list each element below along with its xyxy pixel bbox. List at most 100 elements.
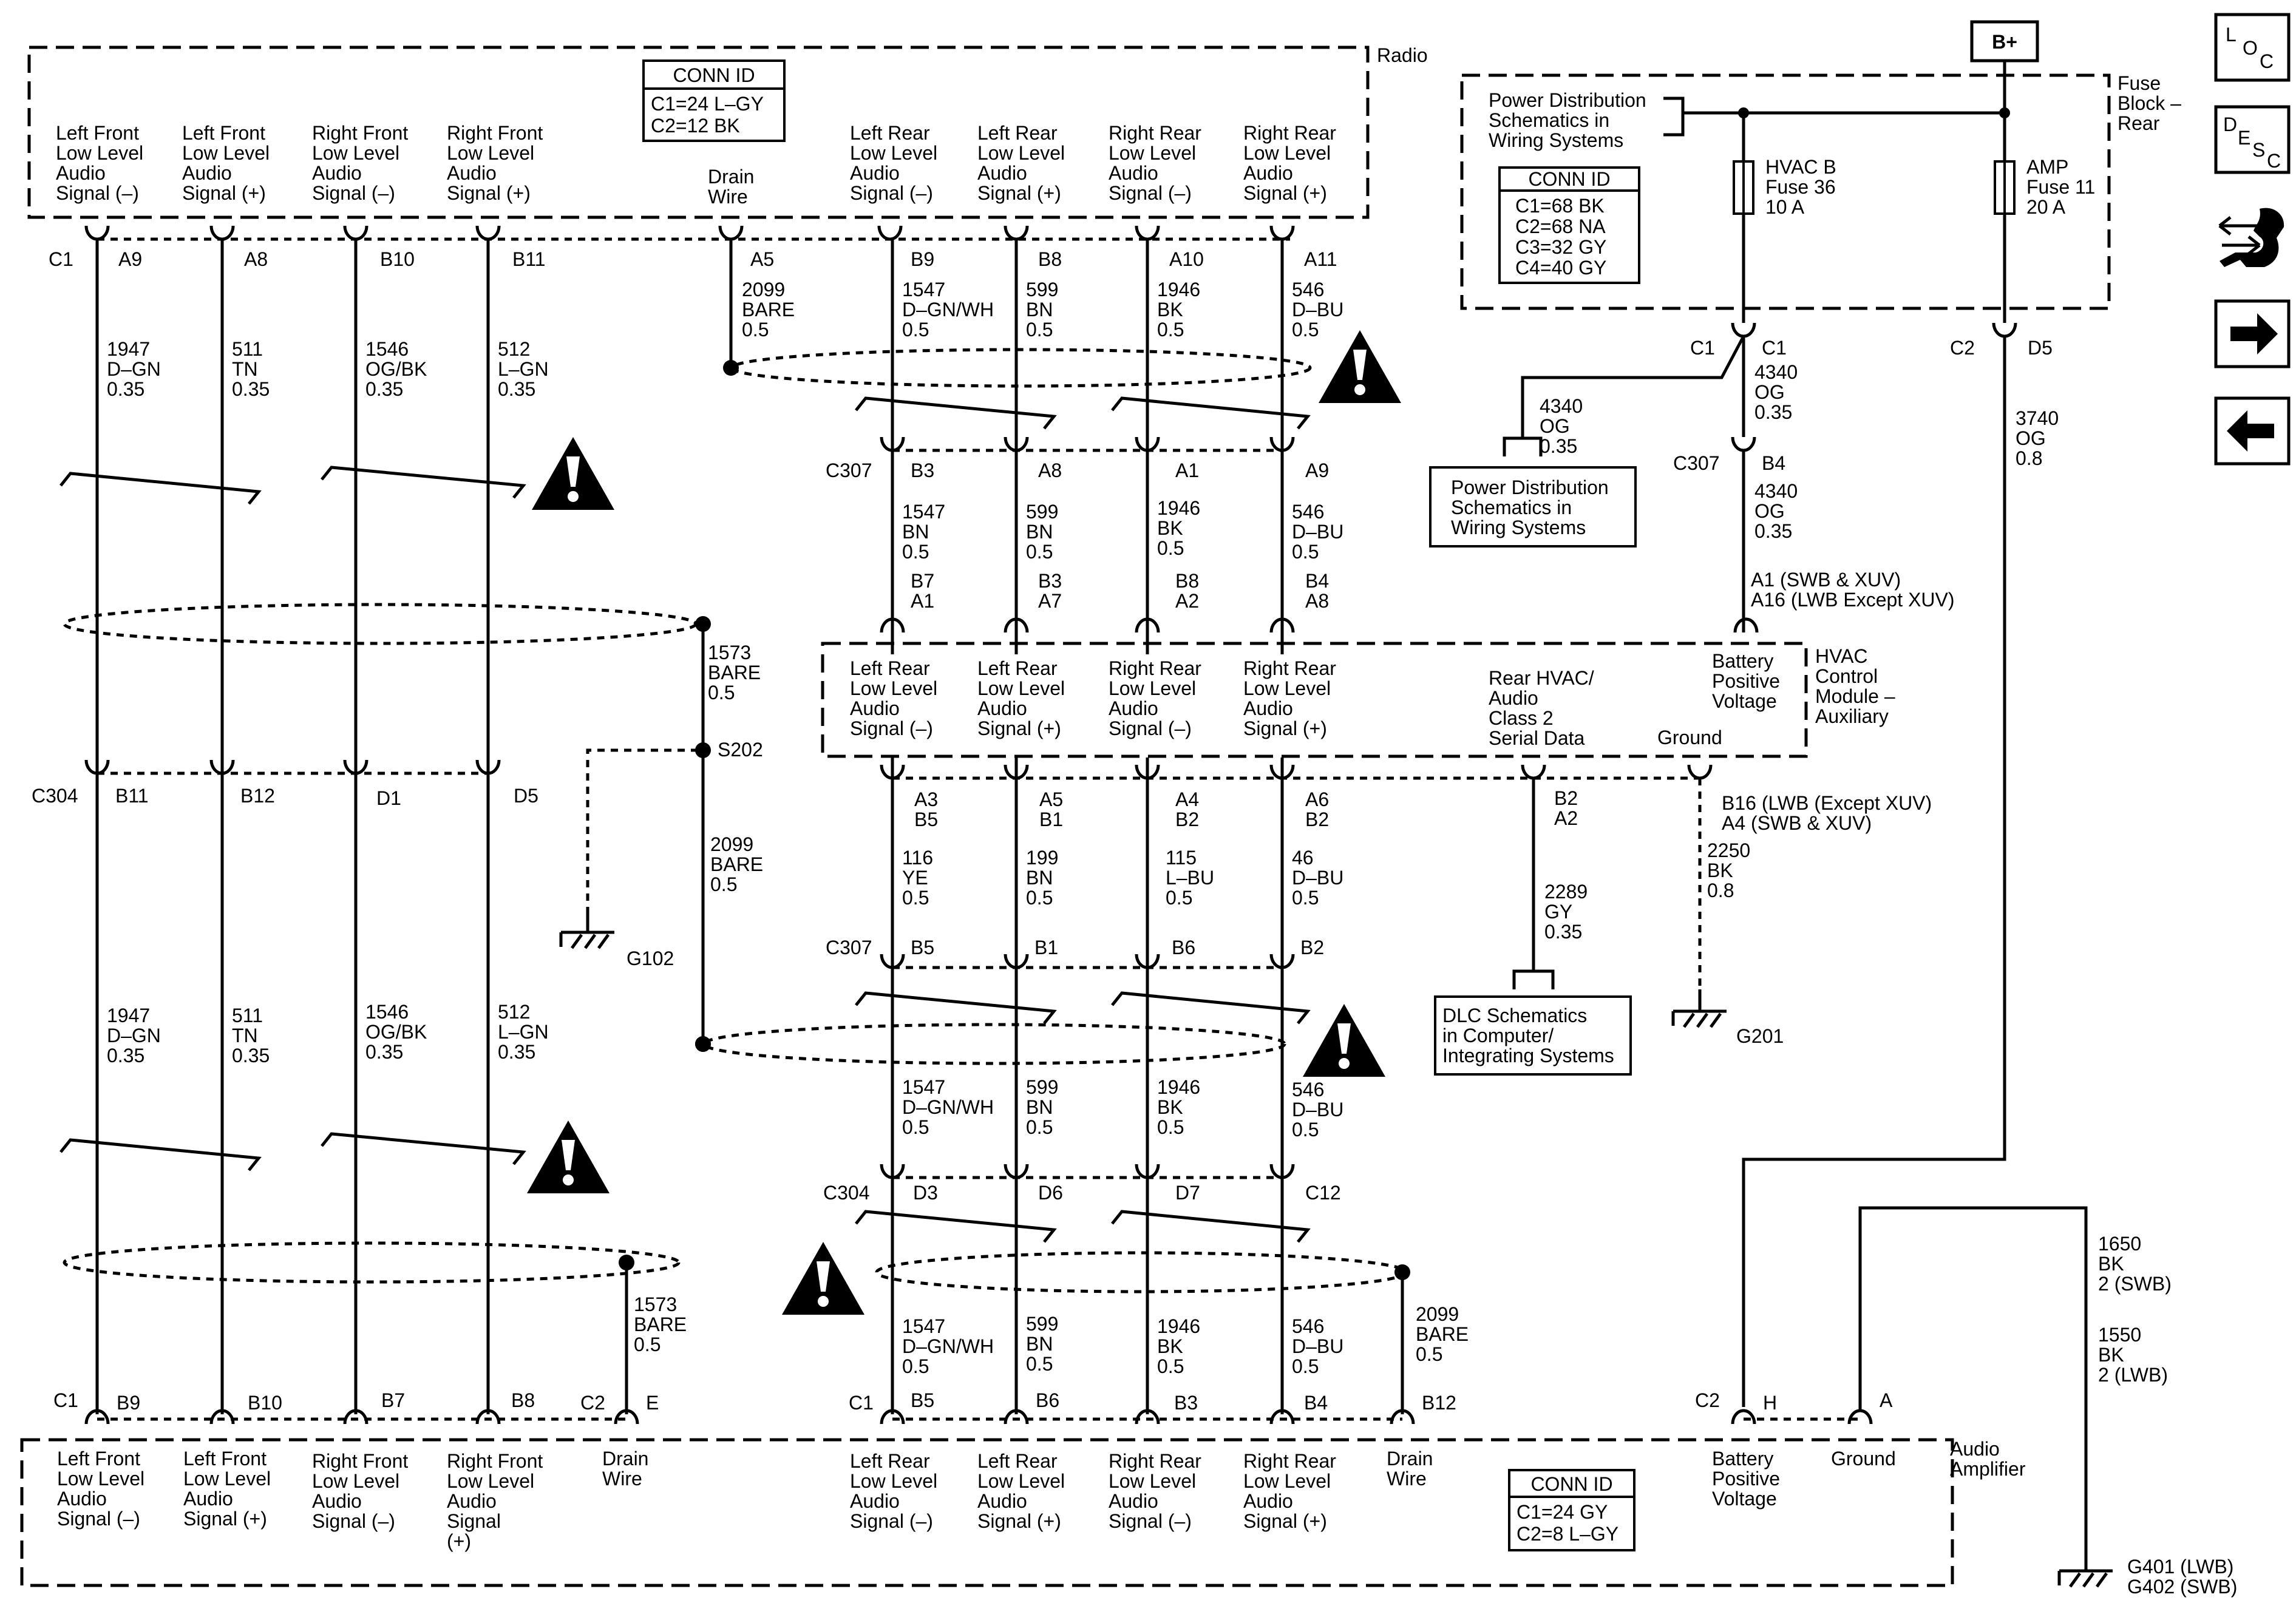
fuse-conn-id-line: C4=40 GY bbox=[1515, 257, 1606, 279]
nav-loc-letter: L bbox=[2226, 24, 2237, 46]
radio-pin-id: A10 bbox=[1169, 248, 1204, 270]
radio-connector-id: C1 bbox=[49, 248, 73, 270]
pin-id: H bbox=[1763, 1392, 1777, 1414]
power-distribution-ref-box[interactable] bbox=[1429, 466, 1637, 547]
nav-desc-letter: E bbox=[2238, 127, 2250, 149]
warning-icon bbox=[1303, 1004, 1385, 1077]
connector-id: C2 bbox=[1695, 1389, 1720, 1411]
radio-pin-id: B9 bbox=[911, 248, 934, 270]
connector-id: C1 bbox=[1762, 337, 1787, 359]
pin-id: D7 bbox=[1175, 1182, 1200, 1204]
radio-pin-id: A8 bbox=[244, 248, 268, 270]
wrench-arrows-icon[interactable] bbox=[2216, 200, 2289, 273]
pin-id: B3 bbox=[1174, 1392, 1198, 1414]
c304-front-connector: C304 B11 B12 D1 D5 bbox=[32, 759, 538, 809]
nav-loc-button[interactable]: L O C bbox=[2214, 13, 2291, 82]
radio-conn-id-box: CONN ID C1=24 L–GY C2=12 BK bbox=[642, 59, 786, 142]
rear-shield-middle bbox=[695, 1023, 1286, 1065]
connector-id: C304 bbox=[32, 785, 78, 807]
ground-icon bbox=[561, 910, 614, 948]
pin-id: B10 bbox=[248, 1392, 282, 1414]
nav-desc-letter: S bbox=[2252, 139, 2265, 161]
radio-pin-id: B11 bbox=[512, 248, 546, 270]
pin-id: B6 bbox=[1172, 937, 1195, 958]
pin-id: D6 bbox=[1038, 1182, 1063, 1204]
pin-id: B4 bbox=[1762, 452, 1785, 474]
connector-id: C1 bbox=[1690, 337, 1715, 359]
pin-id: A8 bbox=[1038, 459, 1062, 481]
pin-id: B5 bbox=[911, 937, 934, 958]
pin-id: B4 bbox=[1304, 1392, 1328, 1414]
splice-label: S202 bbox=[718, 739, 763, 761]
warning-icon bbox=[1319, 330, 1401, 403]
nav-forward-button[interactable] bbox=[2214, 299, 2291, 368]
connector-id: C2 bbox=[1950, 337, 1975, 359]
pin-id: B2 bbox=[1300, 937, 1324, 958]
fuse-block-conn-id-box: CONN ID C1=68 BK C2=68 NA C3=32 GY C4=40… bbox=[1498, 166, 1640, 284]
nav-desc-letter: D bbox=[2223, 114, 2237, 135]
dlc-reference-box[interactable] bbox=[1434, 995, 1632, 1076]
arrow-left-icon bbox=[2227, 410, 2274, 452]
pin-id: D1 bbox=[376, 787, 401, 809]
connector-id: C2 bbox=[580, 1392, 605, 1414]
pin-id: B9 bbox=[117, 1392, 140, 1414]
amp-conn-id-line: C1=24 GY bbox=[1517, 1501, 1608, 1523]
warning-icon bbox=[532, 437, 614, 510]
nav-desc-button[interactable]: D E S C bbox=[2214, 105, 2291, 174]
nav-back-button[interactable] bbox=[2214, 396, 2291, 466]
pin-id: E bbox=[646, 1392, 659, 1414]
pin-id: B1 bbox=[1034, 937, 1058, 958]
ground-icon bbox=[1673, 989, 1727, 1027]
battery-positive-tag bbox=[1970, 20, 2039, 63]
ground-label: G102 bbox=[627, 947, 674, 969]
warning-icon bbox=[527, 1120, 610, 1193]
fuse-conn-id-line: C2=68 NA bbox=[1515, 215, 1606, 237]
arrow-right-icon bbox=[2230, 313, 2278, 354]
ground-label: G401 (LWB)G402 (SWB) bbox=[2127, 1556, 2237, 1598]
